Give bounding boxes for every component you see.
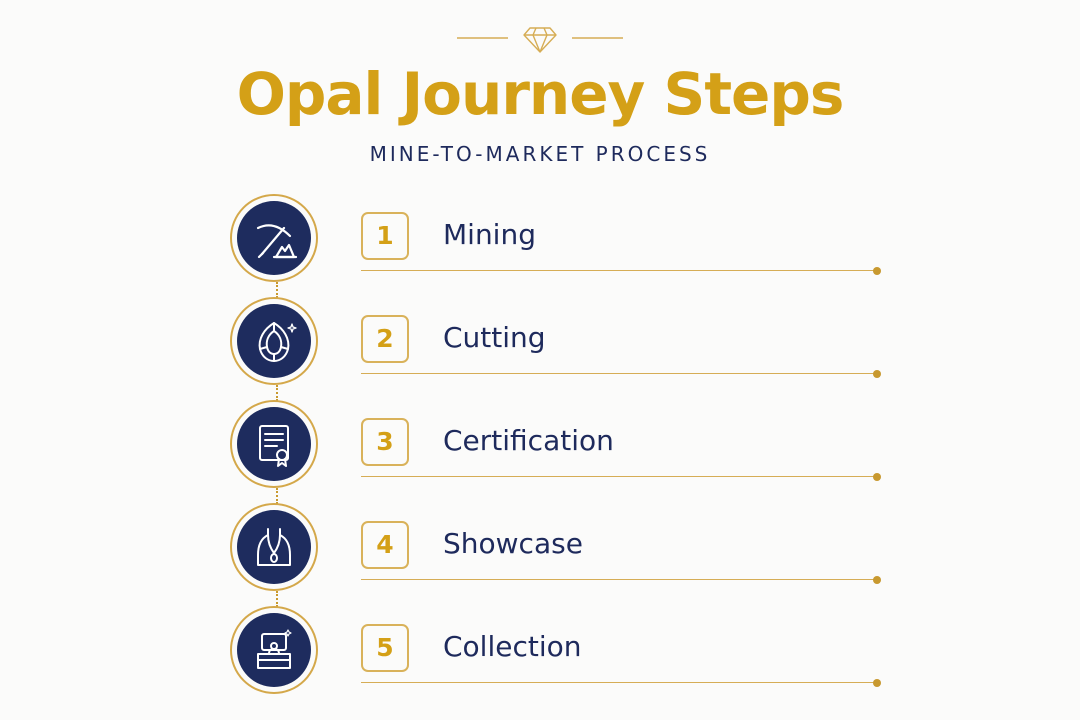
step-collection: 5 Collection <box>0 606 1080 706</box>
step-label: Showcase <box>443 527 583 560</box>
step-endpoint-dot <box>873 267 881 275</box>
page-title: Opal Journey Steps <box>236 60 845 128</box>
step-certification: 3 Certification <box>0 400 1080 500</box>
pickaxe-icon <box>256 224 298 259</box>
diamond-icon <box>523 27 557 53</box>
step-label: Mining <box>443 218 536 251</box>
step-number-badge: 5 <box>361 624 409 672</box>
page-subtitle: MINE-TO-MARKET PROCESS <box>369 142 711 166</box>
step-number-badge: 2 <box>361 315 409 363</box>
step-endpoint-dot <box>873 679 881 687</box>
step-connector <box>276 282 278 298</box>
certificate-icon <box>259 425 289 467</box>
step-label: Cutting <box>443 321 546 354</box>
step-icon-circle <box>230 400 318 488</box>
step-icon-circle <box>230 606 318 694</box>
step-icon-circle <box>230 503 318 591</box>
header-ornament <box>457 27 623 53</box>
step-number-badge: 1 <box>361 212 409 260</box>
step-endpoint-dot <box>873 576 881 584</box>
step-connector <box>276 488 278 504</box>
step-connector <box>276 591 278 607</box>
step-number-badge: 4 <box>361 521 409 569</box>
step-cutting: 2 Cutting <box>0 297 1080 397</box>
step-underline <box>361 682 876 683</box>
step-number-badge: 3 <box>361 418 409 466</box>
step-underline <box>361 579 876 580</box>
step-mining: 1 Mining <box>0 194 1080 294</box>
step-icon-circle <box>230 297 318 385</box>
step-connector <box>276 385 278 401</box>
step-underline <box>361 476 876 477</box>
necklace-display-icon <box>257 528 291 566</box>
step-underline <box>361 270 876 271</box>
cut-gem-icon <box>258 322 297 362</box>
step-underline <box>361 373 876 374</box>
step-label: Certification <box>443 424 614 457</box>
jewelry-box-icon <box>257 629 292 669</box>
step-endpoint-dot <box>873 473 881 481</box>
step-endpoint-dot <box>873 370 881 378</box>
step-icon-circle <box>230 194 318 282</box>
step-label: Collection <box>443 630 582 663</box>
step-showcase: 4 Showcase <box>0 503 1080 603</box>
